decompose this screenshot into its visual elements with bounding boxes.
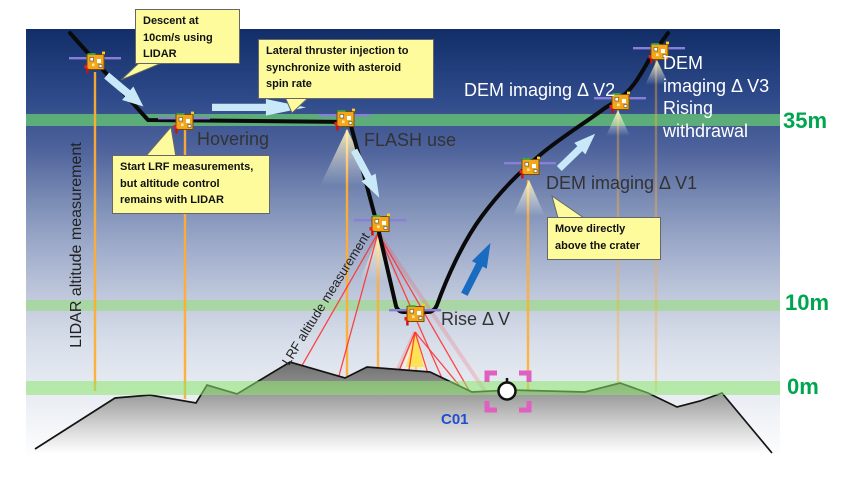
label-dem-imaging-v1: DEM imaging Δ V1	[546, 173, 698, 193]
label-hovering: Hovering	[197, 129, 270, 149]
altitude-label-35m: 35m	[783, 108, 828, 133]
descent-arrow-icon	[100, 68, 150, 114]
callout-start-lrf: Start LRF measurements, but altitude con…	[112, 155, 270, 214]
label-dem-imaging-v3: DEM imaging Δ V3 Rising withdrawal	[663, 53, 770, 141]
altitude-band-10m	[26, 300, 780, 311]
label-crater-id: C01	[441, 411, 469, 428]
altitude-label-0m: 0m	[787, 374, 819, 399]
callout-move-crater: Move directly above the crater	[547, 217, 661, 260]
label-dem-imaging-v2: DEM imaging Δ V2	[464, 80, 616, 100]
label-flash-use: FLASH use	[364, 130, 457, 150]
altitude-label-10m: 10m	[785, 290, 830, 315]
asteroid-terrain	[26, 362, 778, 477]
label-rise-dv: Rise Δ V	[441, 309, 511, 329]
withdraw-arrow-icon	[553, 128, 601, 175]
crater-marker	[484, 370, 532, 413]
callout-descent: Descent at 10cm/s using LIDAR	[135, 9, 240, 64]
crater-bracket-icon	[484, 370, 532, 413]
label-lidar-altitude-measurement: LIDAR altitude measurement	[68, 142, 86, 348]
terrain-outline	[34, 361, 773, 454]
trajectory-path	[68, 31, 670, 314]
callout-lateral-thruster: Lateral thruster injection to synchroniz…	[258, 39, 434, 99]
spacecraft-icon-descent	[68, 51, 122, 74]
altitude-band-0m	[26, 381, 780, 395]
target-ball-icon	[497, 381, 517, 401]
